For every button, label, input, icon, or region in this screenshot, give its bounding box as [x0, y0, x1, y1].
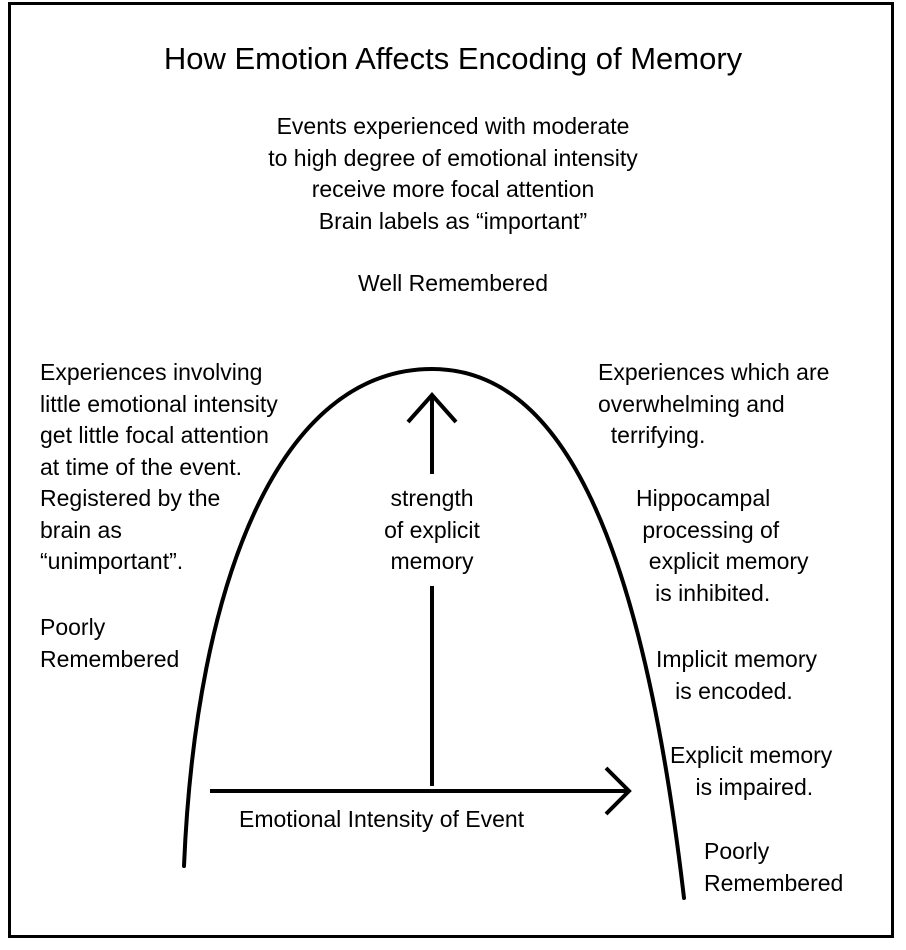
left-description-line: Experiences involving — [40, 359, 263, 385]
right-outcome-line: Remembered — [704, 869, 844, 896]
right-description-b: Hippocampal processing of explicit memor… — [636, 483, 809, 609]
right-description-line: Implicit memory — [656, 646, 818, 672]
right-description-d: Explicit memory is impaired. — [670, 740, 832, 803]
left-outcome-line: Poorly — [40, 614, 106, 640]
left-description-line: get little focal attention — [40, 422, 269, 448]
y-axis-arrowhead — [406, 391, 458, 424]
right-description-line: Experiences which are — [598, 359, 830, 385]
top-description-line: to high degree of emotional intensity — [268, 144, 638, 171]
right-description-a: Experiences which are overwhelming and t… — [598, 357, 829, 452]
top-description-line: Events experienced with moderate — [276, 113, 630, 139]
right-description-line: processing of — [636, 516, 780, 543]
left-description-line: little emotional intensity — [40, 390, 278, 417]
x-axis-label: Emotional Intensity of Event — [239, 806, 525, 832]
peak-label: Well Remembered — [357, 270, 549, 296]
left-description-line: Registered by the — [40, 485, 221, 511]
y-axis-label: strength of explicit memory — [352, 483, 512, 578]
left-outcome-line: Remembered — [40, 645, 180, 672]
right-description-line: explicit memory — [636, 548, 809, 574]
left-outcome: Poorly Remembered — [40, 612, 179, 675]
right-description-line: terrifying. — [598, 422, 706, 448]
right-outcome-line: Poorly — [704, 838, 770, 864]
inverted-u-curve — [182, 366, 686, 900]
right-description-line: Hippocampal — [636, 485, 771, 511]
diagram-frame — [8, 2, 894, 938]
left-description-line: brain as — [40, 516, 122, 543]
y-axis-label-line: memory — [390, 548, 474, 574]
diagram-title: How Emotion Affects Encoding of Memory — [163, 41, 743, 76]
left-description: Experiences involving little emotional i… — [40, 357, 278, 578]
top-description-line: receive more focal attention — [311, 176, 595, 202]
right-description-line: is impaired. — [670, 773, 814, 800]
right-outcome: Poorly Remembered — [704, 836, 843, 899]
right-description-line: is encoded. — [656, 677, 793, 704]
y-axis-label-line: strength — [390, 485, 474, 511]
top-description: Events experienced with moderate to high… — [150, 111, 756, 237]
y-axis-label-line: of explicit — [384, 516, 480, 543]
top-description-line: Brain labels as “important” — [318, 207, 588, 234]
left-description-line: “unimportant”. — [40, 548, 184, 574]
right-description-c: Implicit memory is encoded. — [656, 644, 817, 707]
left-description-line: at time of the event. — [40, 453, 243, 480]
right-description-line: is inhibited. — [636, 579, 771, 606]
right-description-line: Explicit memory — [670, 742, 833, 768]
right-description-line: overwhelming and — [598, 390, 785, 417]
x-axis-arrowhead — [604, 766, 632, 816]
